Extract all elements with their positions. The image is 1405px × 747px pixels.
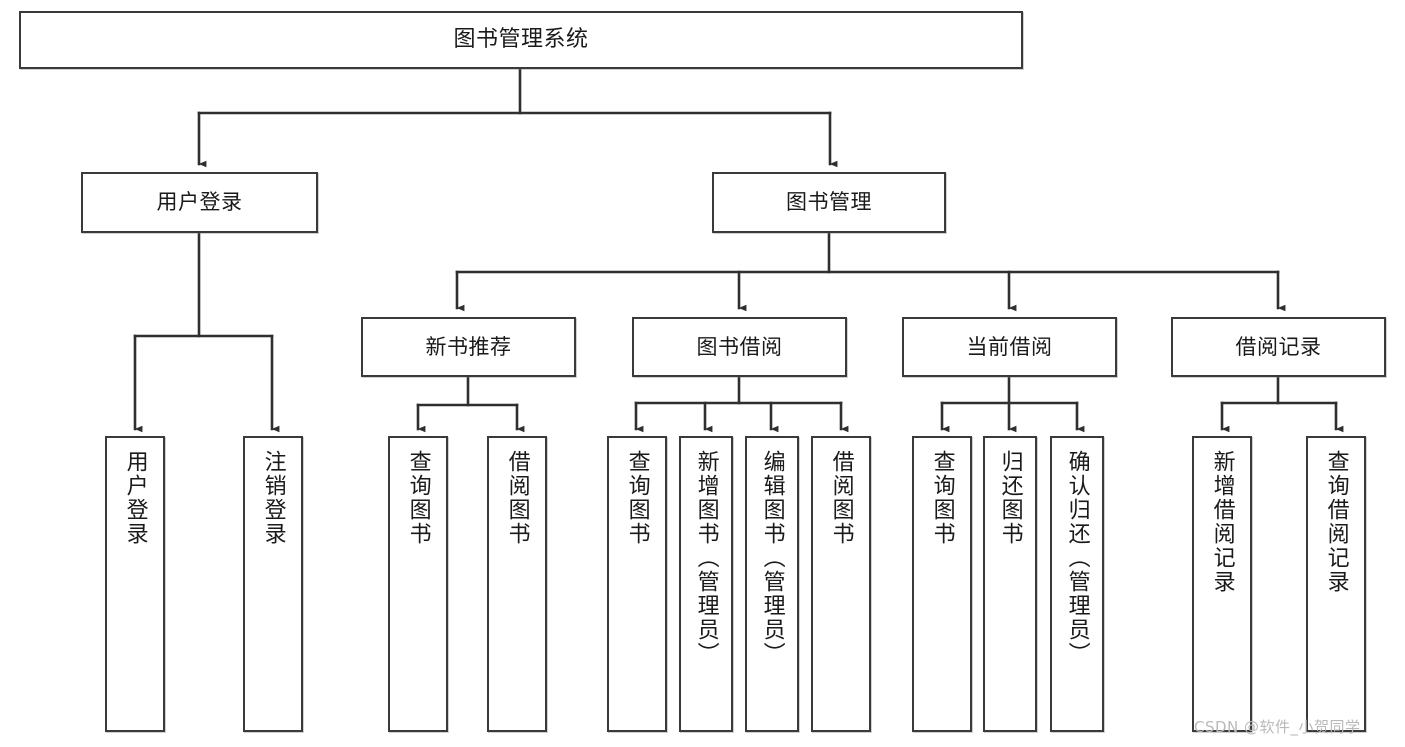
node-label: 新书推荐 [425, 334, 512, 359]
node-leaf-return-book[interactable]: 归还图书 [983, 436, 1037, 732]
node-label: 确认归还（管理员） [1064, 450, 1090, 666]
node-book-manage[interactable]: 图书管理 [712, 172, 946, 233]
node-leaf-borrow-book[interactable]: 借阅图书 [811, 436, 871, 732]
node-label: 图书管理 [786, 190, 872, 215]
node-label: 借阅图书 [504, 450, 530, 546]
node-label: 编辑图书（管理员） [759, 450, 785, 666]
node-leaf-borrow-book-recommend[interactable]: 借阅图书 [487, 436, 547, 732]
node-label: 查询图书 [929, 450, 955, 546]
node-label: 查询借阅记录 [1323, 450, 1349, 594]
node-current-borrow[interactable]: 当前借阅 [902, 317, 1117, 377]
node-label: 借阅记录 [1235, 334, 1322, 359]
node-leaf-query-book-borrow[interactable]: 查询图书 [607, 436, 667, 732]
node-leaf-add-book[interactable]: 新增图书（管理员） [679, 436, 733, 732]
node-label: 新增图书（管理员） [693, 450, 719, 666]
node-label: 图书管理系统 [453, 27, 589, 53]
node-leaf-user-login[interactable]: 用户登录 [105, 436, 165, 732]
node-leaf-query-borrow-record[interactable]: 查询借阅记录 [1306, 436, 1366, 732]
node-new-book-recommend[interactable]: 新书推荐 [361, 317, 576, 377]
node-label: 新增借阅记录 [1209, 450, 1235, 594]
node-label: 当前借阅 [966, 334, 1053, 359]
node-leaf-confirm-return[interactable]: 确认归还（管理员） [1050, 436, 1104, 732]
node-label: 借阅图书 [828, 450, 854, 546]
csdn-watermark: CSDN @软件_小贺同学 [1194, 718, 1361, 736]
node-label: 归还图书 [997, 450, 1023, 546]
node-label: 图书借阅 [696, 334, 783, 359]
node-user-login[interactable]: 用户登录 [81, 172, 318, 233]
node-borrow-record[interactable]: 借阅记录 [1171, 317, 1386, 377]
node-leaf-logout-login[interactable]: 注销登录 [243, 436, 303, 732]
node-label: 注销登录 [260, 450, 286, 546]
node-label: 查询图书 [405, 450, 431, 546]
node-label: 查询图书 [624, 450, 650, 546]
node-book-borrow[interactable]: 图书借阅 [632, 317, 847, 377]
node-leaf-query-book-recommend[interactable]: 查询图书 [388, 436, 448, 732]
node-label: 用户登录 [156, 190, 243, 215]
node-leaf-edit-book[interactable]: 编辑图书（管理员） [745, 436, 799, 732]
node-leaf-add-borrow-record[interactable]: 新增借阅记录 [1192, 436, 1252, 732]
node-label: 用户登录 [122, 450, 148, 546]
node-root-system[interactable]: 图书管理系统 [19, 11, 1023, 69]
node-leaf-query-book-current[interactable]: 查询图书 [912, 436, 972, 732]
